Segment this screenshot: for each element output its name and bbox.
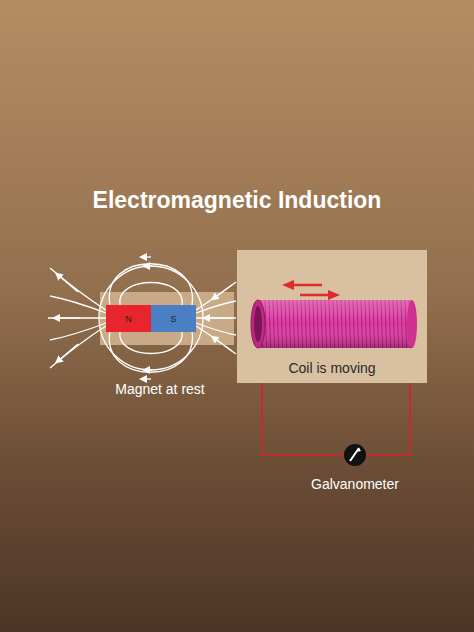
wires	[262, 383, 410, 455]
coil	[251, 300, 417, 348]
galvanometer-symbol	[344, 444, 366, 466]
magnet-pole: N	[106, 305, 151, 332]
coil-panel	[237, 250, 427, 383]
pole-letter: N	[125, 314, 132, 324]
motion-arrows	[282, 280, 340, 300]
magnet-caption: Magnet at rest	[115, 381, 205, 397]
title: Electromagnetic Induction	[93, 187, 382, 214]
pole-letter: S	[170, 314, 176, 324]
coil-panel-label-box: Coil is moving	[237, 352, 427, 383]
instrument-caption: Galvanometer	[311, 476, 399, 492]
field-lines	[48, 257, 236, 379]
panel-caption: Coil is moving	[288, 360, 375, 376]
magnet-pole: S	[151, 305, 196, 332]
